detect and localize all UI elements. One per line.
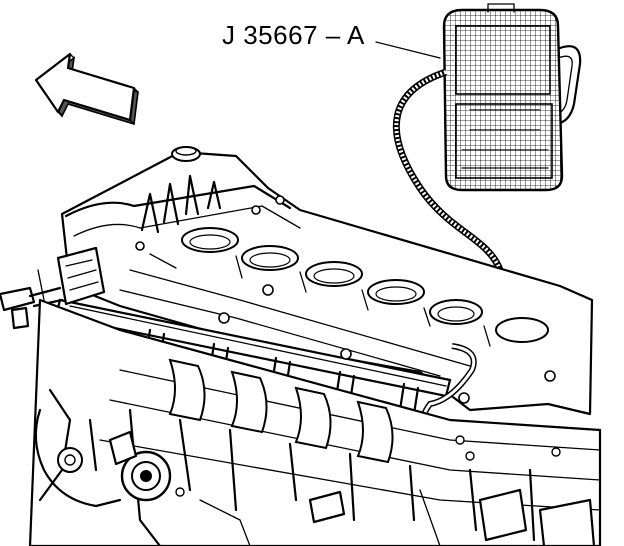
front-of-vehicle-arrow-icon xyxy=(34,52,139,126)
engine-cylinder-head-illustration xyxy=(0,146,594,441)
engine-block-illustration xyxy=(28,298,602,546)
callout-leader-line xyxy=(375,41,441,59)
tool-callout-label: J 35667 – A xyxy=(222,20,365,50)
